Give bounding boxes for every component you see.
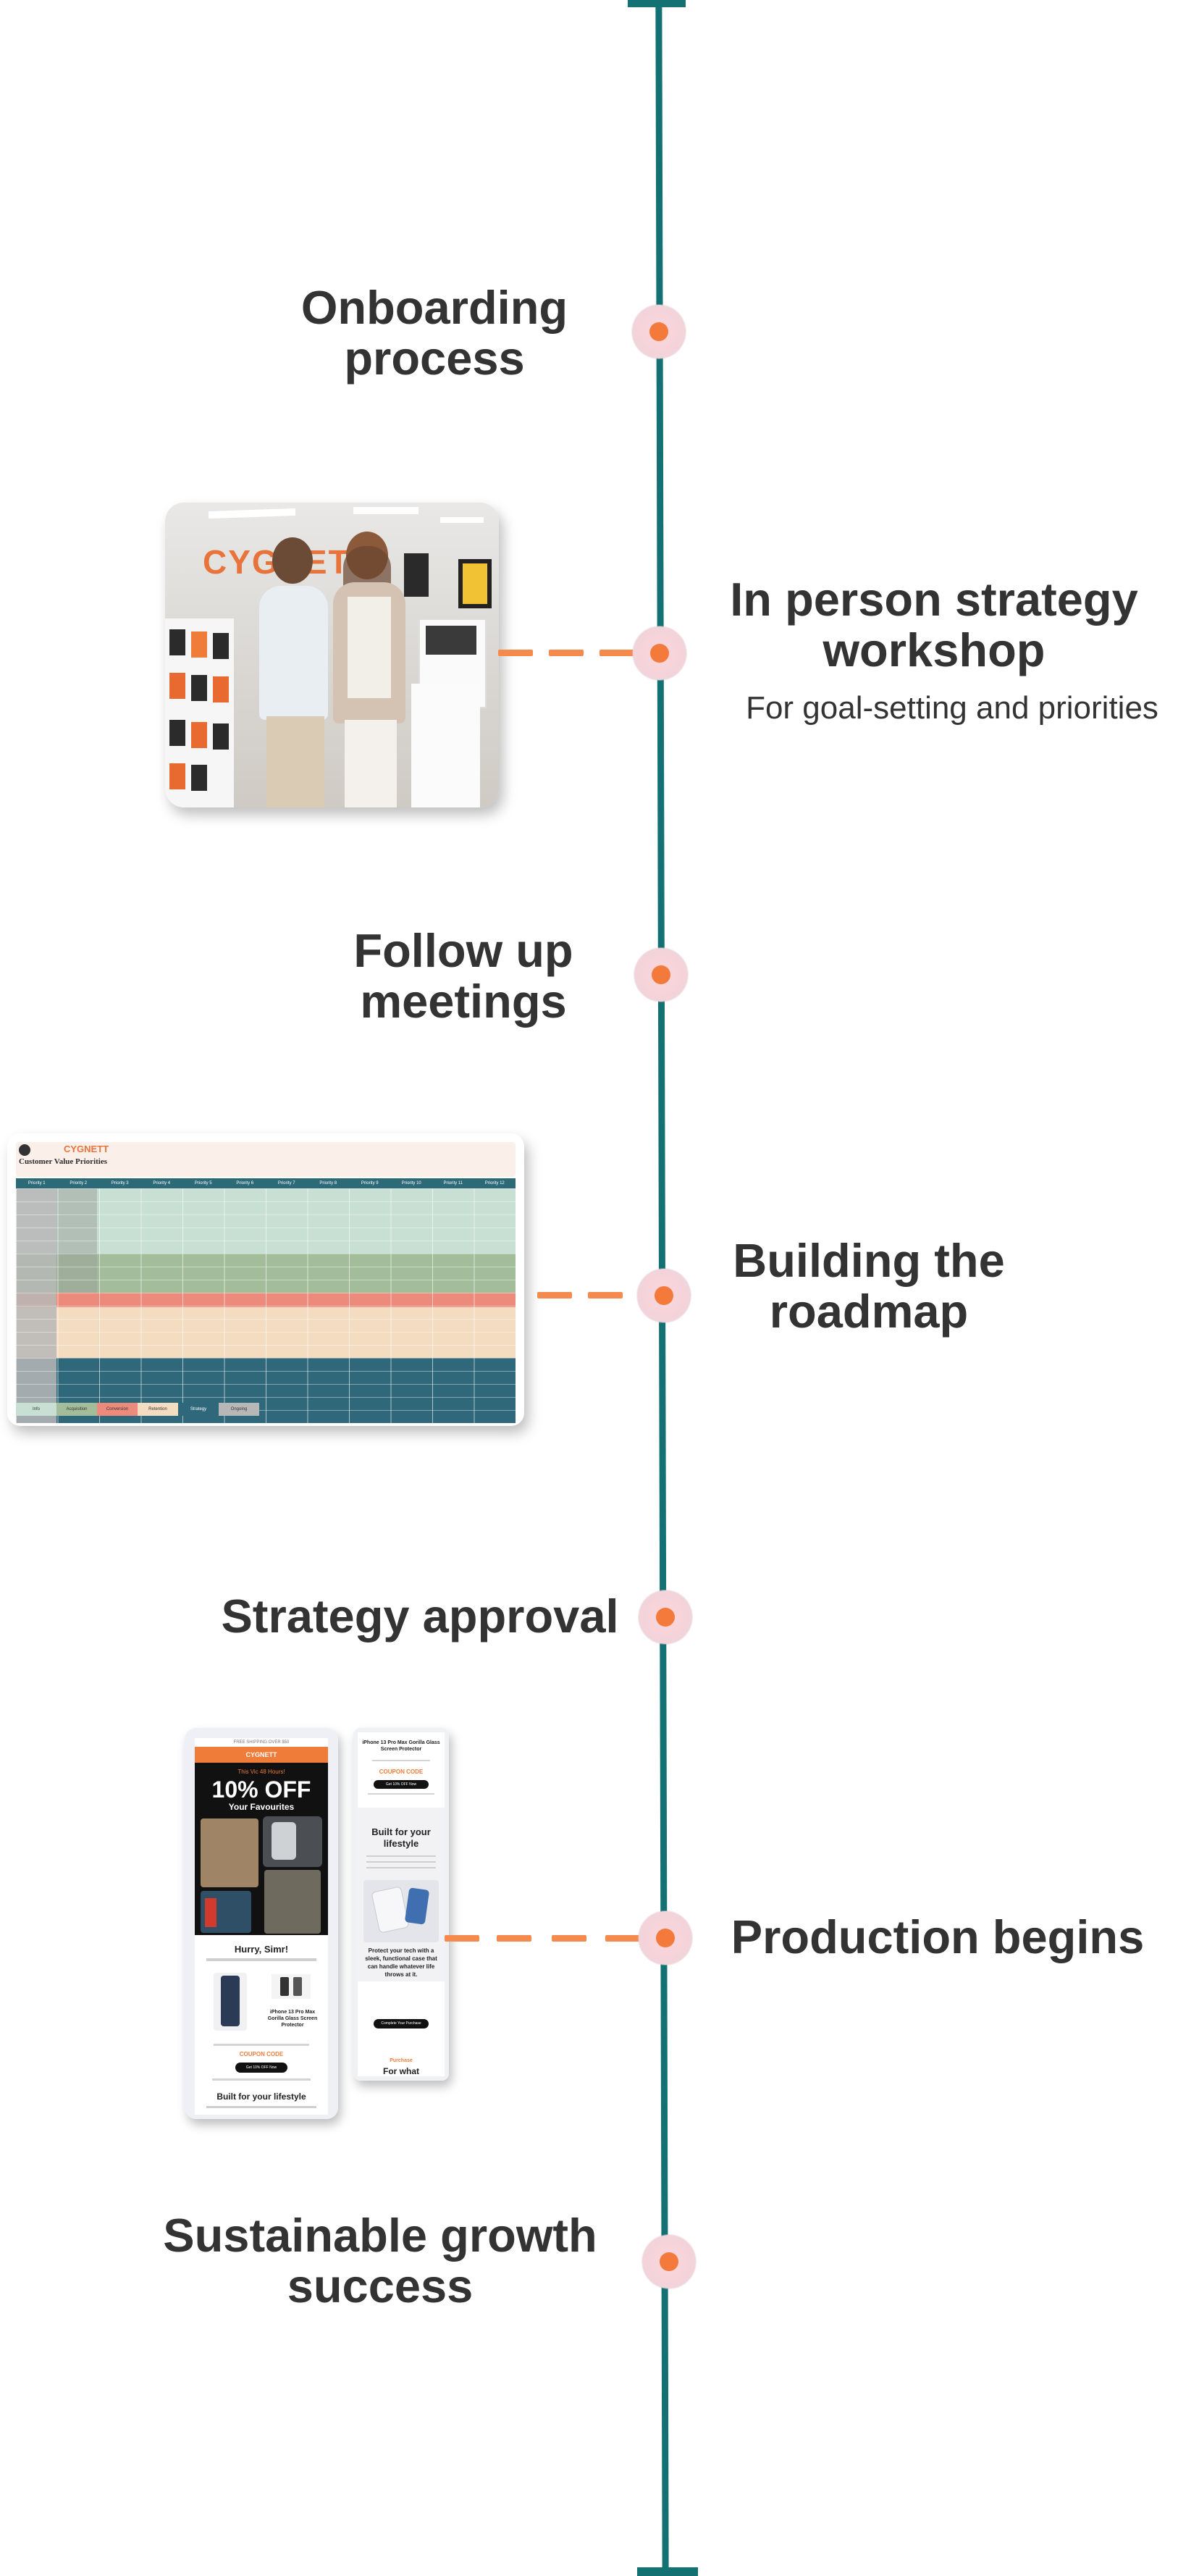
roadmap-header-cell: Priority 4	[141, 1178, 183, 1188]
email-right-cta: Get 10% OFF Now	[374, 1780, 429, 1789]
email-cta-button: Get 10% OFF Now	[235, 2063, 287, 2073]
legend-item-strategy: Strategy	[178, 1403, 219, 1416]
step-title-roadmap: Building the roadmap	[695, 1235, 1043, 1337]
email-right-button: Complete Your Purchase	[374, 2019, 429, 2029]
timeline-top-cap	[628, 0, 686, 7]
legend-item-ongoing: Ongoing	[219, 1403, 259, 1416]
timeline-node-production	[639, 1911, 692, 1965]
timeline-node-onboarding	[632, 305, 686, 358]
step-title-line: Sustainable growth	[145, 2210, 615, 2261]
step-title-growth: Sustainable growth success	[145, 2210, 615, 2312]
timeline-bottom-cap	[637, 2567, 698, 2576]
step-title-line: meetings	[304, 976, 623, 1027]
roadmap-header-cell: Priority 7	[266, 1178, 308, 1188]
roadmap-header-row: Priority 1 Priority 2 Priority 3 Priorit…	[16, 1178, 516, 1188]
legend-item-info: Info	[16, 1403, 56, 1416]
step-title-line: process	[239, 333, 630, 384]
legend-item-conversion: Conversion	[97, 1403, 138, 1416]
roadmap-brand: CYGNETT	[64, 1144, 109, 1154]
roadmap-title: Customer Value Priorities	[19, 1157, 107, 1166]
step-title-line: workshop	[688, 625, 1180, 676]
email-offer-sub: Your Favourites	[195, 1802, 328, 1812]
connector-production	[445, 1935, 641, 1942]
roadmap-header-cell: Priority 8	[308, 1178, 350, 1188]
roadmap-header-cell: Priority 9	[349, 1178, 391, 1188]
email-product: iPhone 13 Pro Max Gorilla Glass Screen P…	[263, 2009, 322, 2029]
timeline-node-workshop	[633, 626, 686, 680]
step-title-workshop: In person strategy workshop	[688, 574, 1180, 676]
connector-roadmap	[537, 1292, 639, 1299]
roadmap-document: CYGNETT Customer Value Priorities Priori…	[7, 1133, 524, 1426]
step-title-production: Production begins	[706, 1912, 1169, 1963]
roadmap-legend: Info Acquisition Conversion Retention St…	[16, 1403, 259, 1416]
step-title-line: Onboarding	[239, 282, 630, 333]
email-offer-big: 10% OFF	[195, 1776, 328, 1803]
workshop-photo: CYGNETT	[165, 503, 499, 807]
email-right-body: Protect your tech with a sleek, function…	[363, 1947, 439, 1979]
step-title-line: success	[145, 2261, 615, 2312]
email-top-bar: FREE SHIPPING OVER $50	[195, 1738, 328, 1747]
roadmap-header-cell: Priority 12	[474, 1178, 516, 1188]
legend-item-acquisition: Acquisition	[56, 1403, 97, 1416]
email-right-heading: Built for your lifestyle	[363, 1826, 439, 1850]
step-subtitle-workshop: For goal-setting and priorities	[706, 689, 1198, 727]
roadmap-header-cell: Priority 2	[58, 1178, 100, 1188]
timeline-node-roadmap	[637, 1269, 691, 1322]
timeline-node-approval	[639, 1590, 692, 1644]
step-title-approval: Strategy approval	[210, 1591, 630, 1642]
roadmap-header-cell: Priority 3	[99, 1178, 141, 1188]
step-title-line: Follow up	[304, 926, 623, 976]
email-footer-title: Built for your lifestyle	[195, 2092, 328, 2102]
step-title-line: In person strategy	[688, 574, 1180, 625]
roadmap-header-cell: Priority 5	[182, 1178, 224, 1188]
roadmap-header-cell: Priority 10	[391, 1178, 433, 1188]
step-title-line: roadmap	[695, 1286, 1043, 1337]
step-title-onboarding: Onboarding process	[239, 282, 630, 384]
roadmap-header-cell: Priority 11	[432, 1178, 474, 1188]
email-right-footer-big: For what	[358, 2066, 445, 2076]
email-offer-small: This Vic 48 Hours!	[195, 1769, 328, 1775]
email-coupon: COUPON CODE	[195, 2051, 328, 2057]
email-right-footer-small: Purchase	[358, 2058, 445, 2063]
step-title-follow-up: Follow up meetings	[304, 926, 623, 1027]
email-right-coupon: COUPON CODE	[358, 1769, 445, 1775]
timeline-node-follow-up	[634, 948, 688, 1002]
roadmap-header-cell: Priority 6	[224, 1178, 266, 1188]
email-mockup-left: FREE SHIPPING OVER $50 CYGNETT This Vic …	[185, 1728, 338, 2119]
roadmap-header-cell: Priority 1	[16, 1178, 58, 1188]
connector-workshop	[498, 650, 634, 656]
email-hurry: Hurry, Simr!	[195, 1944, 328, 1955]
email-mockup-right: iPhone 13 Pro Max Gorilla Glass Screen P…	[353, 1728, 449, 2081]
email-right-product: iPhone 13 Pro Max Gorilla Glass Screen P…	[361, 1740, 442, 1753]
step-title-line: Building the	[695, 1235, 1043, 1286]
timeline-node-growth	[642, 2235, 696, 2288]
email-brand-bar: CYGNETT	[195, 1747, 328, 1763]
legend-item-retention: Retention	[138, 1403, 178, 1416]
